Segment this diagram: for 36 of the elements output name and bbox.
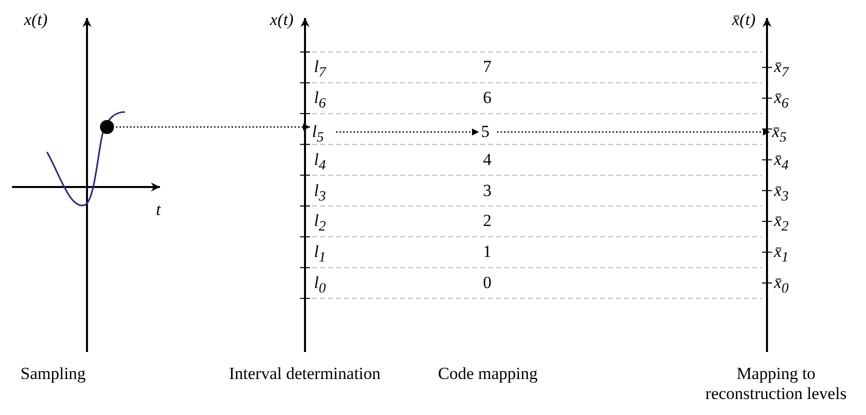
axis-label: x̄(t) — [732, 10, 756, 30]
interval-label: l$_{0}$ — [314, 273, 326, 298]
axis-label: t — [156, 200, 161, 220]
reconstruction-level-label: x̄$_{1}$ — [774, 242, 789, 268]
interval-label: l$_{3}$ — [314, 180, 326, 206]
interval-label: l$_{5}$ — [312, 120, 334, 144]
code-number: 0 — [483, 273, 492, 293]
code-number: 6 — [483, 88, 492, 108]
interval-label: l$_{4}$ — [314, 150, 326, 176]
caption: Interval determination — [229, 364, 381, 384]
caption: Code mapping — [438, 364, 538, 384]
code-number: 4 — [483, 150, 492, 170]
reconstruction-level-label: x̄$_{5}$ — [772, 120, 796, 144]
interval-label: l$_{2}$ — [314, 211, 326, 237]
interval-label: l$_{7}$ — [314, 57, 326, 83]
code-number: 7 — [483, 57, 492, 78]
reconstruction-level-label: x̄$_{0}$ — [774, 273, 789, 298]
reconstruction-level-label: x̄$_{3}$ — [774, 180, 789, 206]
reconstruction-level-label: x̄$_{6}$ — [774, 88, 789, 114]
interval-label: l$_{1}$ — [314, 242, 326, 268]
arrow — [497, 128, 770, 136]
arrow — [336, 128, 479, 136]
reconstruction-level-label: x̄$_{4}$ — [774, 150, 789, 176]
code-number: 1 — [483, 242, 492, 262]
axis-label: x(t) — [24, 10, 48, 30]
axis-label: x(t) — [270, 10, 294, 30]
arrow — [116, 124, 310, 130]
reconstruction-level-label: x̄$_{7}$ — [774, 57, 789, 83]
code-number: 5 — [481, 120, 495, 144]
interval-label: l$_{6}$ — [314, 88, 326, 114]
sample-point — [100, 120, 114, 134]
code-number: 3 — [483, 180, 492, 201]
caption: Mapping to reconstruction levels — [704, 364, 848, 404]
reconstruction-level-label: x̄$_{2}$ — [774, 211, 789, 237]
code-number: 2 — [483, 211, 492, 232]
caption: Sampling — [20, 364, 86, 384]
